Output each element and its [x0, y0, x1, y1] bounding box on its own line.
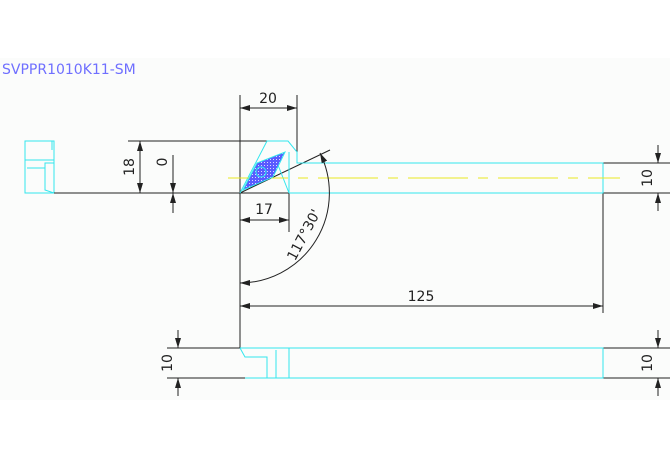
dim-bottom-left-10: 10	[160, 354, 176, 372]
dim-17: 17	[255, 202, 273, 218]
end-view	[24, 140, 55, 194]
dim-0: 0	[155, 158, 171, 167]
dim-125: 125	[408, 289, 435, 305]
dim-20: 20	[259, 91, 277, 107]
dim-bottom-right-10: 10	[640, 354, 656, 372]
shank-side-view	[239, 347, 604, 379]
dim-shank-10: 10	[640, 169, 656, 187]
drawing-area	[0, 58, 670, 400]
drawing-title: SVPPR1010K11-SM	[2, 62, 136, 78]
dim-18: 18	[122, 158, 138, 176]
dimension-lines	[137, 105, 661, 396]
